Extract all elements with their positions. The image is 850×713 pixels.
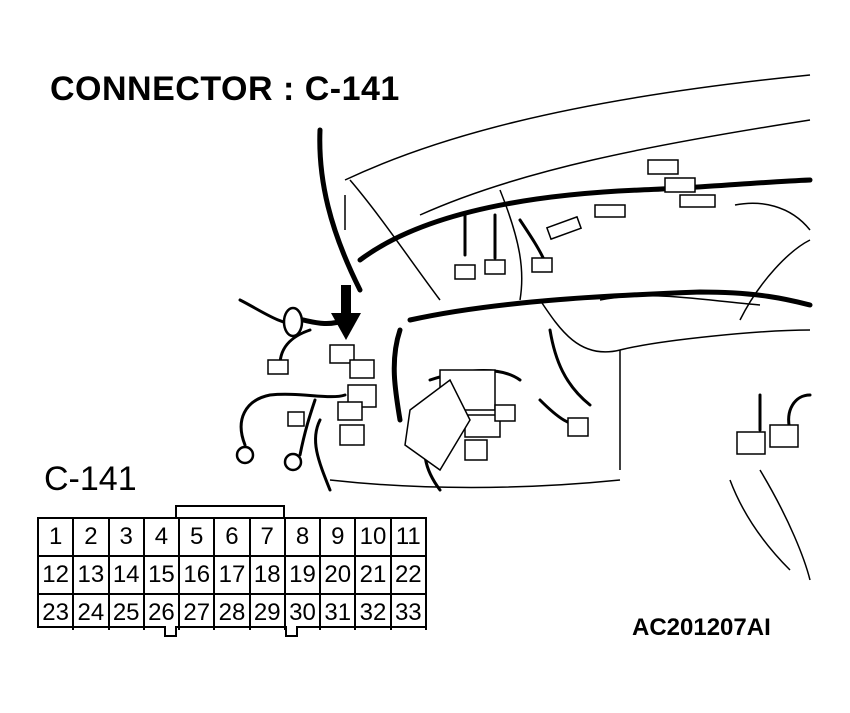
connector-key-right — [285, 626, 298, 637]
connector-tab-top — [175, 505, 285, 518]
pin-row: 12 13 14 15 16 17 18 19 20 21 22 — [39, 555, 427, 593]
pin-cell: 17 — [215, 557, 251, 593]
pin-row: 1 2 3 4 5 6 7 8 9 10 11 — [39, 519, 427, 555]
pin-cell: 8 — [286, 519, 322, 555]
pin-cell: 30 — [286, 595, 322, 630]
pin-cell: 26 — [145, 595, 181, 630]
pin-cell: 21 — [356, 557, 392, 593]
pin-cell: 22 — [392, 557, 427, 593]
pin-cell: 29 — [251, 595, 286, 630]
connector-label: C-141 — [44, 460, 137, 498]
pin-cell: 19 — [286, 557, 322, 593]
pin-cell: 11 — [392, 519, 427, 555]
pin-cell: 24 — [74, 595, 110, 630]
pin-cell: 12 — [39, 557, 75, 593]
pin-cell: 27 — [180, 595, 216, 630]
pin-cell: 9 — [321, 519, 357, 555]
pin-cell: 4 — [145, 519, 181, 555]
pin-cell: 3 — [110, 519, 145, 555]
pin-cell: 20 — [321, 557, 357, 593]
pin-cell: 10 — [356, 519, 392, 555]
pin-cell: 13 — [74, 557, 110, 593]
pin-cell: 32 — [356, 595, 392, 630]
pin-cell: 23 — [39, 595, 75, 630]
connector-pin-grid: 1 2 3 4 5 6 7 8 9 10 11 12 13 14 15 16 1… — [37, 517, 427, 630]
pin-cell: 28 — [215, 595, 251, 630]
reference-code: AC201207AI — [632, 614, 771, 641]
pointer-arrow — [331, 285, 361, 340]
pin-cell: 25 — [110, 595, 145, 630]
pin-cell: 14 — [110, 557, 145, 593]
pin-cell: 7 — [251, 519, 286, 555]
pin-cell: 1 — [39, 519, 75, 555]
pin-cell: 15 — [145, 557, 181, 593]
pin-cell: 33 — [392, 595, 427, 630]
pin-cell: 6 — [215, 519, 251, 555]
pin-cell: 5 — [180, 519, 216, 555]
pin-cell: 16 — [180, 557, 216, 593]
pin-row: 23 24 25 26 27 28 29 30 31 32 33 — [39, 593, 427, 630]
pin-cell: 31 — [321, 595, 357, 630]
pin-cell: 2 — [74, 519, 110, 555]
diagram-title: CONNECTOR : C-141 — [50, 70, 400, 108]
pin-cell: 18 — [251, 557, 286, 593]
connector-key-left — [164, 626, 177, 637]
